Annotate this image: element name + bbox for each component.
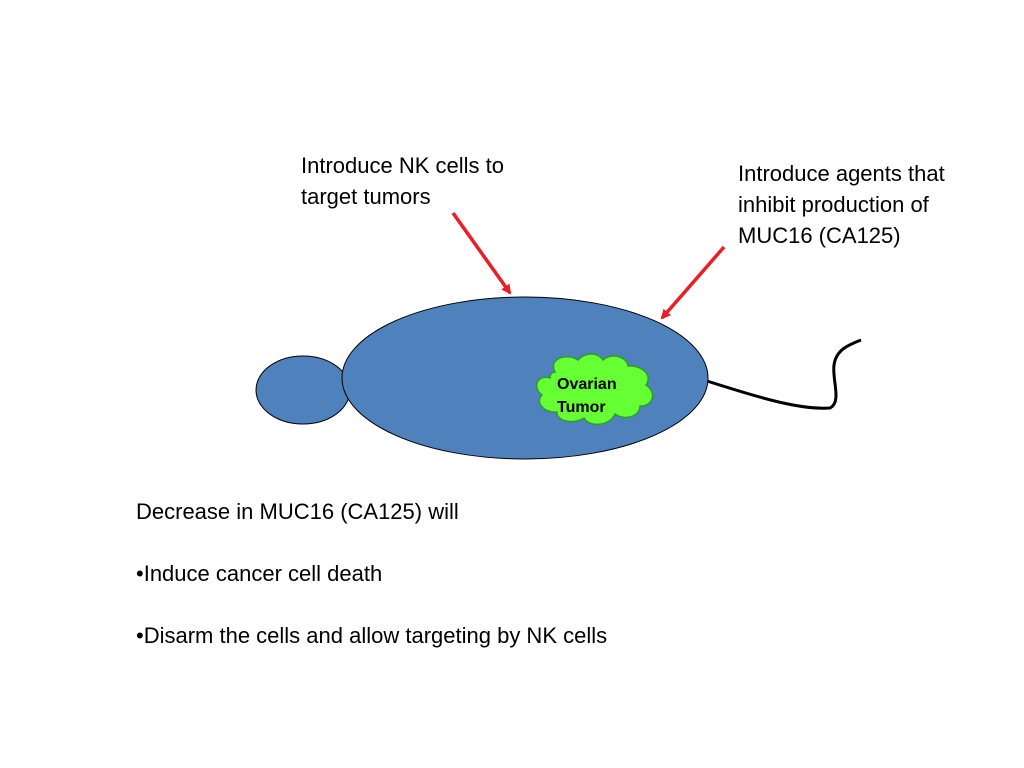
inhibit-agents-callout: Introduce agents that inhibit production… xyxy=(738,161,945,248)
notes-block: Decrease in MUC16 (CA125) will •Induce c… xyxy=(136,496,836,651)
main-cell xyxy=(341,296,709,460)
small-cell xyxy=(255,355,351,425)
ovarian-tumor-shape xyxy=(535,353,654,426)
ovarian-tumor-label: Ovarian Tumor xyxy=(557,376,617,416)
nk-cells-arrow xyxy=(451,211,512,295)
nk-cells-callout: Introduce NK cells to target tumors xyxy=(301,153,504,209)
cell-tail xyxy=(706,338,862,410)
notes-heading: Decrease in MUC16 (CA125) will xyxy=(136,499,459,524)
inhibit-agents-arrow xyxy=(660,245,726,320)
notes-bullet: •Disarm the cells and allow targeting by… xyxy=(136,623,608,648)
notes-bullet: •Induce cancer cell death xyxy=(136,561,383,586)
